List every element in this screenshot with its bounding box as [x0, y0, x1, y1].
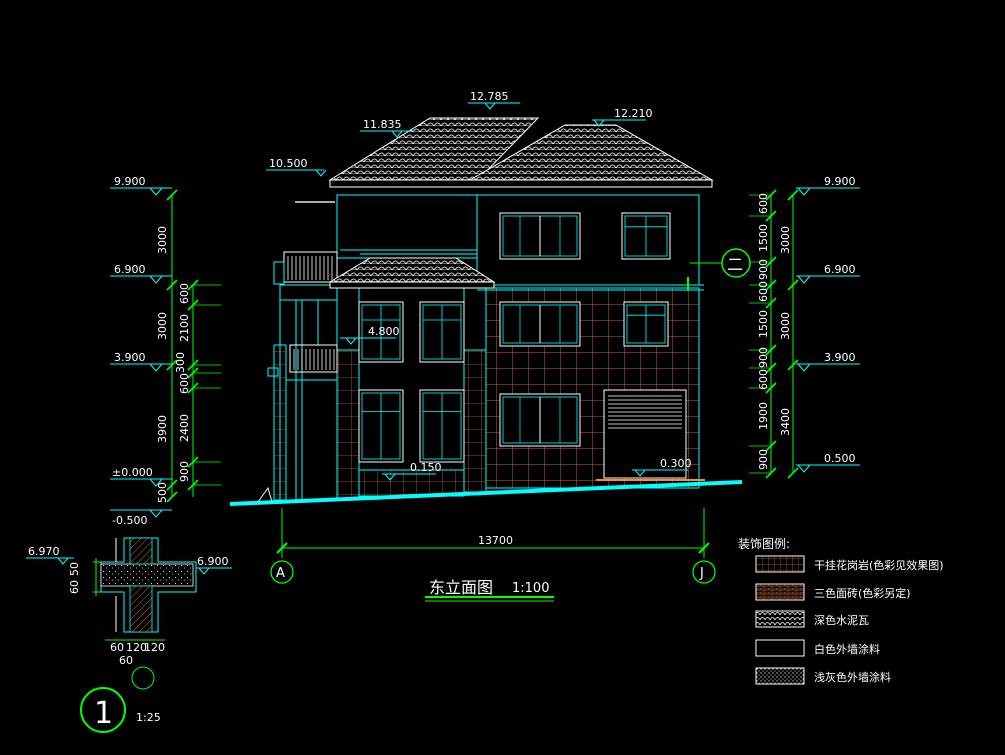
window-8 [358, 389, 404, 463]
legend-item-brick: 三色面砖(色彩另定) [755, 583, 911, 601]
granite-column-mid [463, 349, 487, 493]
window-9 [419, 389, 465, 463]
left-dim-inner-1: 600 [178, 283, 191, 304]
window-6 [358, 301, 404, 363]
detail-level-right: 6.900 [197, 555, 229, 568]
left-dim-inner-5: 2400 [178, 414, 191, 442]
left-dimensions: 9.900 6.900 3.900 ±0.000 -0.500 3000 300… [110, 175, 221, 527]
right-level-3: 3.900 [824, 351, 856, 364]
right-level-2: 6.900 [824, 263, 856, 276]
legend-item-tile: 深色水泥瓦 [755, 610, 869, 628]
right-dim-inner-9: 900 [757, 449, 770, 470]
granite-column-left [336, 349, 360, 501]
section-marker-label: 二 [727, 255, 743, 274]
left-dim-outer-3: 3900 [156, 415, 169, 443]
detail-scale: 1:25 [136, 711, 161, 724]
window-2 [621, 212, 671, 260]
left-level-4: ±0.000 [112, 466, 153, 479]
building-elevation [230, 117, 742, 506]
right-dim-inner-1: 600 [757, 193, 770, 214]
detail-dim-b-3: 120 [144, 641, 165, 654]
detail-dim-b-1: 60 [110, 641, 124, 654]
left-level-1: 9.900 [114, 175, 146, 188]
legend-item-granite: 干挂花岗岩(色彩见效果图) [755, 555, 944, 573]
roof-level-labels: 12.785 12.210 11.835 10.500 4.800 0.150 … [266, 90, 692, 481]
level-eave: 10.500 [269, 157, 308, 170]
right-dim-outer-2: 3000 [779, 312, 792, 340]
window-4 [623, 301, 669, 347]
legend-item-white-paint: 白色外墙涂料 [755, 639, 880, 657]
garage-door [603, 389, 687, 479]
window-3 [499, 301, 581, 347]
detail-level-left: 6.970 [28, 545, 60, 558]
detail-dim-v-1: 60 [68, 580, 81, 594]
axis-label-left: A [276, 566, 285, 581]
left-dim-inner-6: 900 [178, 461, 191, 482]
detail-dim-b-2: 120 [126, 641, 147, 654]
window-7 [419, 301, 465, 363]
left-level-3: 3.900 [114, 351, 146, 364]
roof-porch [328, 257, 496, 283]
left-annex [279, 284, 338, 501]
upper-balcony [273, 251, 338, 285]
left-level-5: -0.500 [112, 514, 147, 527]
right-dim-inner-2: 1500 [757, 224, 770, 252]
drawing-title-block: 东立面图 1:100 [425, 578, 554, 602]
level-balcony: 4.800 [368, 325, 400, 338]
detail-number-circle [80, 687, 126, 733]
level-ridge-left: 11.835 [363, 118, 402, 131]
right-level-1: 9.900 [824, 175, 856, 188]
level-ridge-main: 12.785 [470, 90, 509, 103]
left-dim-inner-2: 2100 [178, 314, 191, 342]
left-dim-outer-4: 500 [156, 482, 169, 503]
right-dim-inner-6: 900 [757, 347, 770, 368]
level-ridge-right: 12.210 [614, 107, 653, 120]
ground-line [230, 480, 742, 506]
bottom-dimension: 13700 A J [270, 508, 716, 584]
drawing-title: 东立面图 [429, 578, 493, 597]
right-dim-inner-7: 600 [757, 369, 770, 390]
right-dimensions: 9.900 6.900 3.900 0.500 3000 3000 3400 6… [749, 175, 860, 479]
right-dim-inner-4: 600 [757, 281, 770, 302]
legend-label-5: 浅灰色外墙涂料 [814, 670, 891, 684]
upper-wall-left [336, 194, 478, 259]
right-dim-inner-8: 1900 [757, 402, 770, 430]
right-dim-inner-3: 900 [757, 259, 770, 280]
right-dim-outer-3: 3400 [779, 408, 792, 436]
right-level-4: 0.500 [824, 452, 856, 465]
total-width-label: 13700 [478, 534, 513, 547]
right-dim-outer-1: 3000 [779, 226, 792, 254]
level-ground-right: 0.300 [660, 457, 692, 470]
legend: 装饰图例: 干挂花岗岩(色彩见效果图) 三色面砖(色彩另定) 深色水泥瓦 白色外… [738, 537, 944, 685]
legend-label-2: 三色面砖(色彩另定) [814, 586, 911, 600]
axis-label-right: J [699, 566, 704, 581]
windows [358, 212, 671, 463]
right-dim-inner-5: 1500 [757, 310, 770, 338]
lower-balcony [267, 344, 338, 377]
detail-dim-b-4: 60 [119, 654, 133, 667]
legend-title: 装饰图例: [738, 537, 790, 551]
left-dim-inner-3: 300 [174, 352, 187, 373]
window-1 [499, 212, 581, 260]
legend-label-3: 深色水泥瓦 [814, 613, 869, 627]
left-dim-outer-2: 3000 [156, 312, 169, 340]
level-ground-left: 0.150 [410, 461, 442, 474]
section-marker: 二 [687, 248, 751, 291]
detail-number: 1 [94, 696, 113, 731]
legend-label-1: 干挂花岗岩(色彩见效果图) [814, 558, 944, 572]
detail-1: 60 50 6.970 6.900 60 120 120 60 1 1:25 [26, 537, 232, 733]
window-5 [499, 393, 581, 447]
detail-dim-v-2: 50 [68, 562, 81, 576]
legend-item-grey-paint: 浅灰色外墙涂料 [755, 667, 891, 685]
roof-eave [329, 179, 713, 188]
left-dim-inner-4: 600 [178, 373, 191, 394]
drawing-scale: 1:100 [512, 581, 549, 596]
left-dim-outer-1: 3000 [156, 226, 169, 254]
left-level-2: 6.900 [114, 263, 146, 276]
legend-label-4: 白色外墙涂料 [814, 642, 880, 656]
